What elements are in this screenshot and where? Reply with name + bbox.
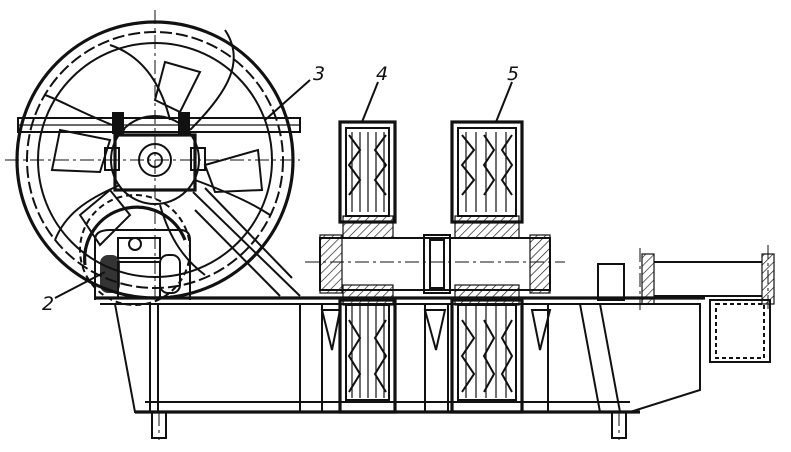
callout-4-label: 4 (376, 63, 388, 85)
callout-2-label: 2 (42, 293, 54, 315)
callout-3: 3 (264, 63, 325, 121)
callout-5-label: 5 (507, 63, 519, 85)
base-frame (95, 296, 705, 440)
small-wheel (79, 194, 191, 306)
callout-5: 5 (495, 63, 519, 123)
main-shaft (305, 234, 565, 294)
diagonal-brace (192, 187, 301, 297)
callout-3-label: 3 (313, 63, 325, 85)
callout-4: 4 (361, 63, 388, 123)
callout-2: 2 (42, 271, 106, 315)
right-shaft-assembly (597, 245, 775, 363)
hub-bearing (104, 133, 206, 192)
pulley-group-5 (450, 120, 524, 414)
guard-bar (17, 112, 301, 134)
flywheel (5, 10, 300, 300)
pulley-group-4 (338, 120, 397, 414)
